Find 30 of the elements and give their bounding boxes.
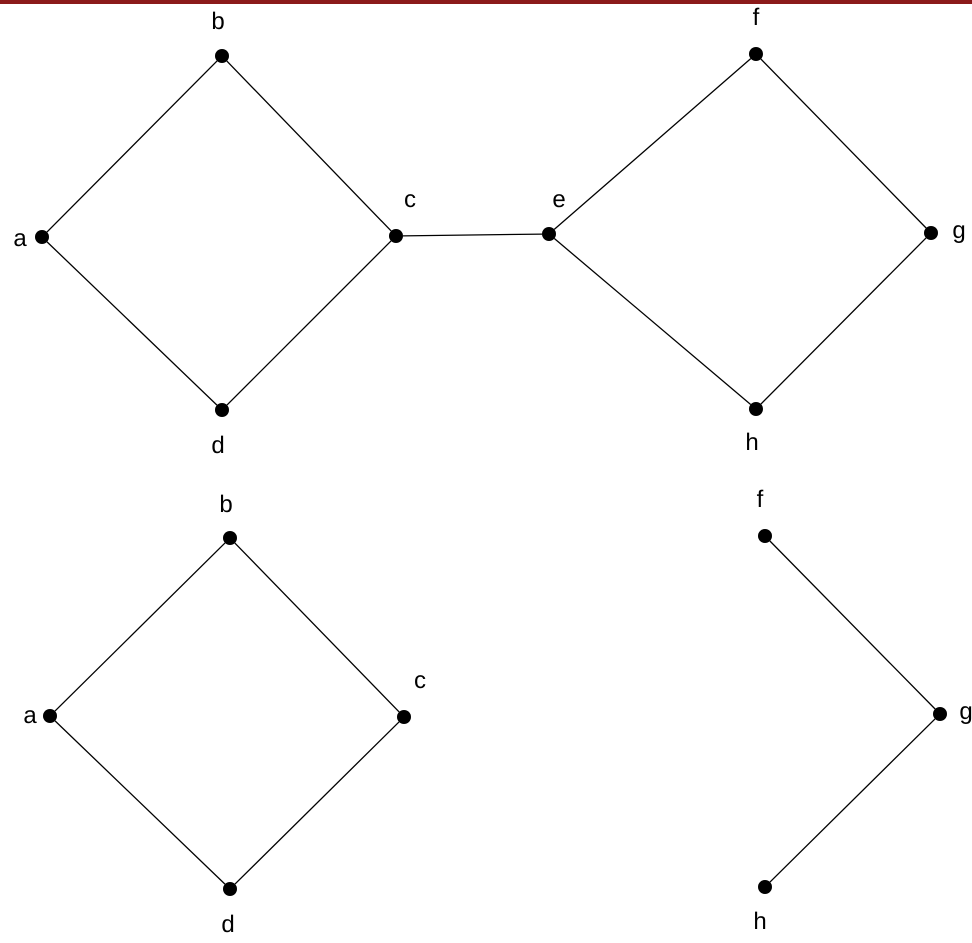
graph-edge <box>226 60 392 232</box>
graph-edge <box>403 233 542 237</box>
graph-edge <box>46 241 218 406</box>
graph-edge <box>46 60 218 232</box>
vertex-label: b <box>219 492 233 518</box>
vertex-label: a <box>13 226 27 252</box>
graph-edge <box>554 58 752 230</box>
graph-edge <box>54 720 226 885</box>
graph-edge <box>234 542 400 712</box>
vertex-label: f <box>756 487 764 513</box>
vertex-label: d <box>211 433 225 459</box>
graph-edge <box>760 238 927 404</box>
vertex-label: h <box>745 430 759 456</box>
graph-edge <box>554 238 752 405</box>
vertex-label: d <box>221 912 235 938</box>
graph-edge <box>226 240 392 406</box>
graph-edge <box>760 58 927 228</box>
graph-edge <box>769 540 936 710</box>
vertex-label: e <box>552 187 566 213</box>
vertex-label: h <box>753 909 767 935</box>
vertex-label: f <box>752 5 760 31</box>
vertex-label: g <box>952 218 966 244</box>
graph-edge <box>54 542 226 712</box>
vertex-label: g <box>959 699 972 725</box>
vertex-label: c <box>404 187 416 213</box>
graph-edge <box>234 721 400 885</box>
vertex-label: c <box>414 668 426 694</box>
graph-edge <box>770 718 936 883</box>
vertex-label: b <box>211 9 225 35</box>
vertex-label: a <box>23 703 37 729</box>
